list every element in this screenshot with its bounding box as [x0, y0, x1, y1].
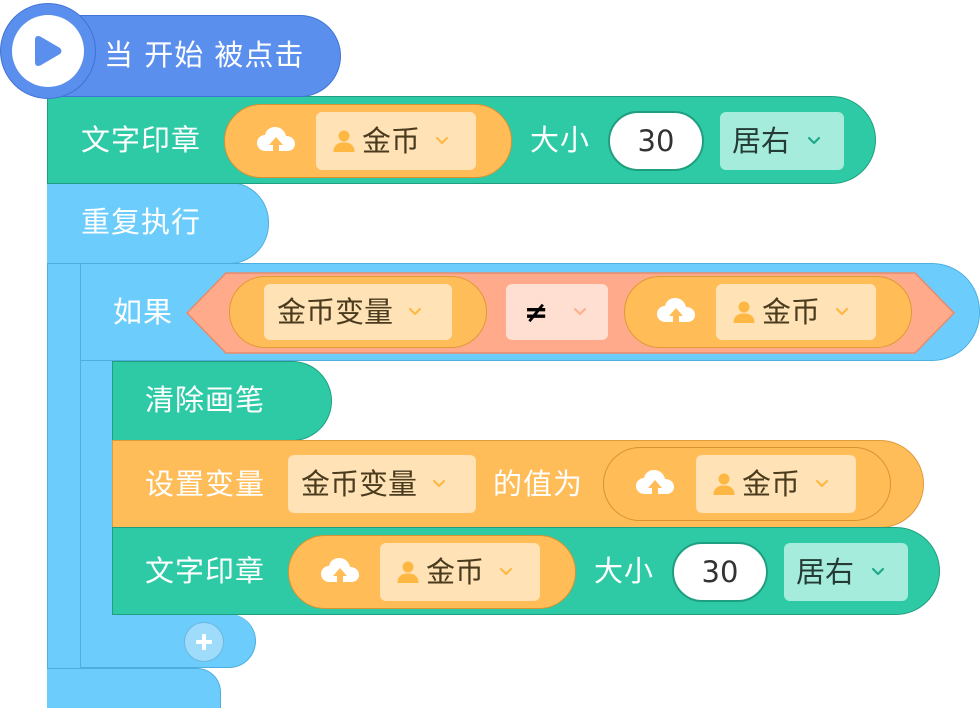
user-icon — [397, 561, 419, 583]
operator-text: ≠ — [524, 294, 549, 329]
chevron-down-icon — [499, 567, 513, 576]
value-label: 的值为 — [493, 467, 584, 501]
chevron-down-icon — [871, 567, 885, 576]
plus-icon — [196, 634, 212, 650]
chevron-down-icon — [432, 479, 446, 488]
repeat-block-bottom[interactable] — [47, 668, 221, 708]
cloud-upload-icon — [636, 470, 674, 498]
clear-pen-label: 清除画笔 — [145, 383, 266, 417]
align-text: 居右 — [796, 554, 855, 589]
coin-dropdown[interactable]: 金币 — [696, 455, 856, 513]
cloud-upload-icon — [657, 298, 695, 326]
coin-dropdown[interactable]: 金币 — [716, 284, 876, 340]
set-variable-dropdown-text: 金币变量 — [301, 466, 418, 501]
coin-variable-dropdown[interactable]: 金币变量 — [264, 284, 452, 340]
coin-text: 金币 — [426, 554, 485, 589]
size-label: 大小 — [530, 123, 591, 157]
if-block-bottom[interactable] — [80, 614, 256, 668]
user-icon — [733, 301, 755, 323]
set-variable-dropdown[interactable]: 金币变量 — [288, 455, 476, 513]
chevron-down-icon — [435, 136, 449, 145]
user-icon — [713, 473, 735, 495]
repeat-label: 重复执行 — [81, 205, 202, 239]
text-stamp-label: 文字印章 — [145, 554, 266, 588]
size-input[interactable]: 30 — [608, 111, 704, 171]
cloud-upload-icon — [257, 127, 295, 155]
chevron-down-icon — [807, 136, 821, 145]
text-stamp-label: 文字印章 — [81, 123, 202, 157]
coin-text: 金币 — [742, 466, 801, 501]
play-icon — [35, 36, 62, 66]
chevron-down-icon — [835, 307, 849, 316]
repeat-block[interactable] — [47, 182, 269, 264]
coin-text: 金币 — [762, 294, 821, 329]
coin-text: 金币 — [362, 123, 421, 158]
chevron-down-icon — [408, 307, 422, 316]
user-icon — [333, 130, 355, 152]
clear-pen-block[interactable] — [112, 361, 332, 441]
operator-dropdown[interactable]: ≠ — [506, 284, 608, 340]
align-text: 居右 — [732, 123, 791, 158]
coin-dropdown[interactable]: 金币 — [380, 543, 540, 601]
cloud-upload-icon — [321, 558, 359, 586]
chevron-down-icon — [815, 479, 829, 488]
align-dropdown[interactable]: 居右 — [720, 112, 844, 170]
if-label: 如果 — [113, 295, 174, 329]
set-variable-label: 设置变量 — [145, 467, 266, 501]
coin-dropdown[interactable]: 金币 — [316, 112, 476, 170]
size-input[interactable]: 30 — [672, 542, 768, 602]
play-icon-badge — [12, 15, 84, 87]
coin-variable-text: 金币变量 — [277, 294, 394, 329]
add-block-button[interactable] — [184, 622, 224, 662]
size-label: 大小 — [594, 554, 655, 588]
hat-label: 当 开始 被点击 — [104, 38, 305, 72]
align-dropdown[interactable]: 居右 — [784, 543, 908, 601]
repeat-block-arm[interactable] — [47, 182, 81, 708]
chevron-down-icon — [574, 307, 587, 316]
